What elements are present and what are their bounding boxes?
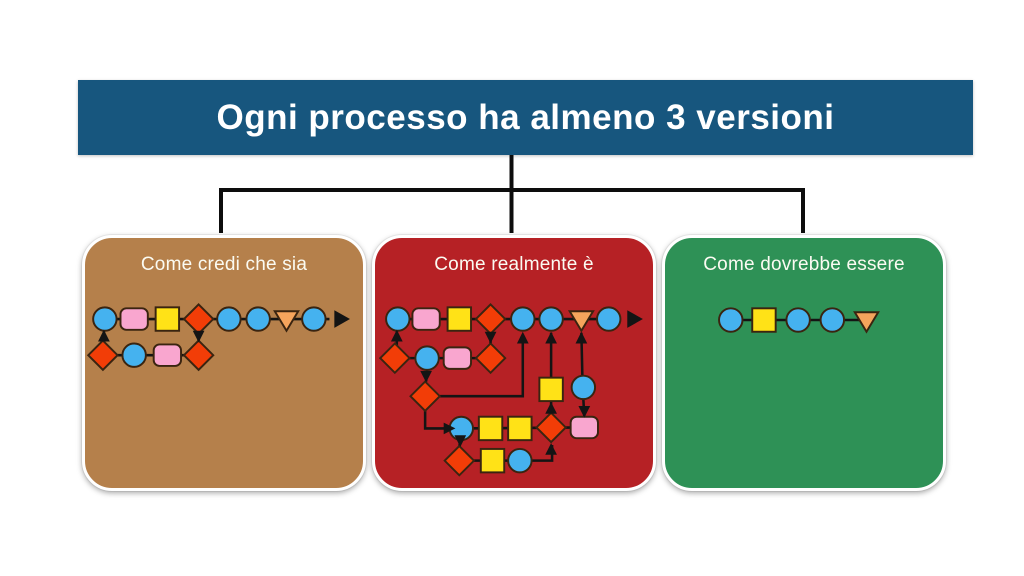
arrow-down-node [578, 405, 591, 418]
diamond-node [378, 342, 411, 375]
yellow-node [538, 376, 564, 403]
circle-node [414, 345, 440, 371]
flowchart-to-be [718, 307, 880, 334]
triangle-node [567, 310, 595, 333]
box-as-believed: Come credi che sia [82, 235, 366, 491]
yellow-node [154, 306, 181, 332]
diamond-node [409, 380, 442, 413]
circle-node [92, 306, 118, 332]
arrow-down-node [454, 435, 467, 447]
diamond-node [443, 444, 476, 477]
pink-node [442, 346, 473, 370]
arrow-right-node [443, 422, 456, 435]
yellow-node [477, 415, 504, 442]
circle-node [718, 307, 744, 333]
circle-node [819, 307, 846, 333]
arrow-up-node [545, 402, 557, 414]
flow-edge [439, 335, 525, 398]
pink-node [411, 307, 441, 331]
triangle-node [853, 311, 880, 334]
yellow-node [751, 307, 777, 333]
circle-node [538, 306, 564, 332]
diamond-node [182, 339, 215, 372]
arrow-up-node [98, 329, 110, 342]
diamond-node [474, 303, 507, 336]
arrow-down-node [484, 331, 497, 344]
arrow-up-node [390, 329, 403, 342]
pink-node [569, 415, 599, 440]
header-banner: Ogni processo ha almeno 3 versioni [78, 80, 973, 155]
circle-node [785, 307, 811, 333]
circle-node [596, 306, 622, 332]
connector-branches [219, 188, 805, 233]
circle-node [510, 306, 536, 332]
flow-edge [423, 410, 452, 430]
yellow-node [507, 415, 533, 442]
box-as-is: Come realmente è [372, 235, 656, 491]
arrow-up-node [545, 443, 557, 455]
diamond-node [86, 339, 119, 372]
diamond-node [182, 303, 215, 336]
circle-node [301, 306, 327, 332]
circle-node [216, 306, 242, 332]
arrow-down-node [192, 330, 205, 343]
circle-node [570, 374, 597, 401]
yellow-node [479, 447, 506, 474]
box-title-as-is: Come realmente è [434, 254, 594, 275]
triangle-node [273, 310, 300, 333]
box-to-be: Come dovrebbe essere [662, 235, 946, 491]
arrow-up-node [516, 331, 529, 344]
arrow-end-node [627, 310, 643, 328]
pink-node [152, 343, 183, 367]
circle-node [507, 447, 533, 474]
arrow-up-node [575, 331, 588, 344]
arrow-up-node [545, 331, 557, 344]
circle-node [385, 306, 411, 332]
arrow-end-node [334, 310, 350, 328]
flowchart-as-is [378, 303, 643, 477]
pink-node [119, 307, 149, 331]
flowchart-as-believed [86, 303, 350, 372]
yellow-node [446, 306, 473, 332]
box-title-to-be: Come dovrebbe essere [703, 254, 905, 275]
arrow-down-node [420, 370, 432, 383]
circle-node [121, 342, 147, 368]
header-title: Ogni processo ha almeno 3 versioni [216, 97, 835, 137]
diamond-node [535, 411, 568, 444]
box-title-as-believed: Come credi che sia [140, 254, 308, 275]
circle-node [245, 306, 271, 332]
diamond-node [474, 342, 507, 375]
